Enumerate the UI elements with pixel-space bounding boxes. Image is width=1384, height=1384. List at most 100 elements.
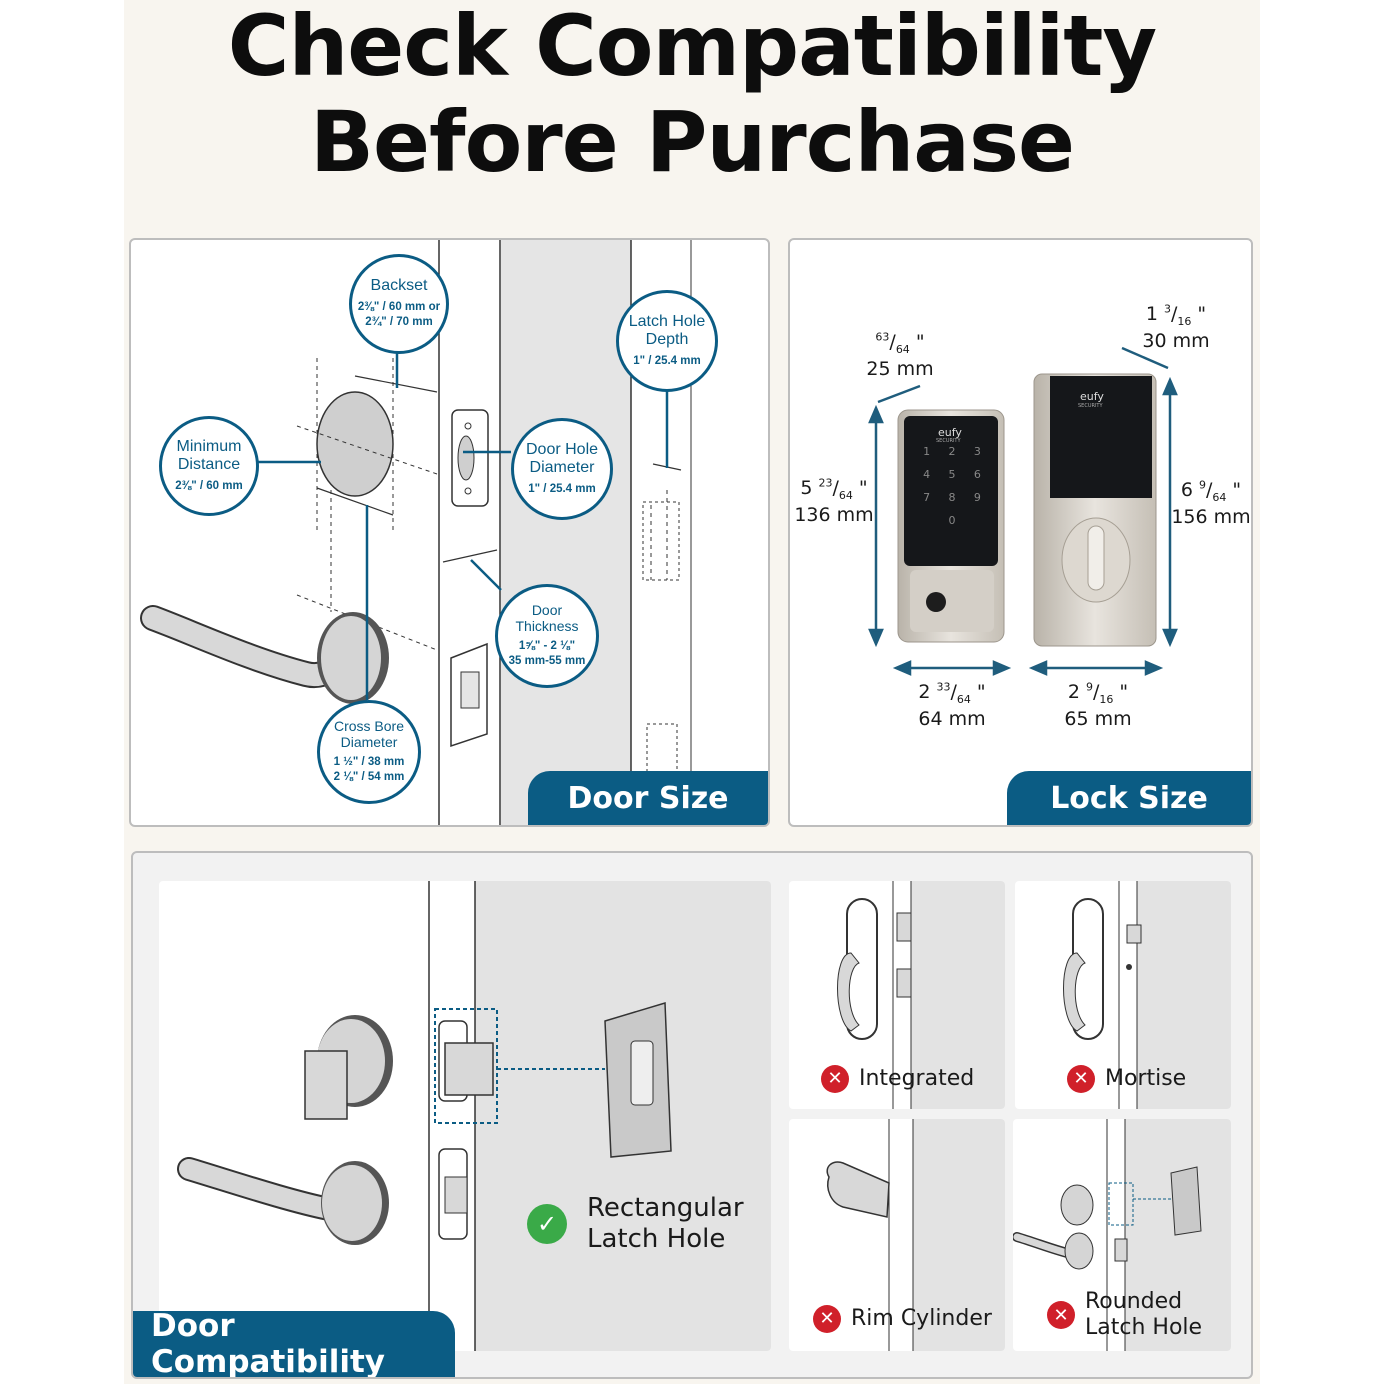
mortise-illustration [1063,881,1231,1109]
integrated-label: ✕ Integrated [821,1065,974,1093]
inner-width-dim: 2 9/16 " 65 mm [1048,680,1148,732]
keypad-grid: 1 2 3 4 5 6 7 8 9 0 [914,445,990,527]
inner-height-whole: 6 [1180,479,1199,501]
door-size-illustration [140,240,692,825]
door-hole-value: 1" / 25.4 mm [528,482,596,495]
minimum-distance-value: 2⅜" / 60 mm [175,479,243,492]
supported-label-line1: Rectangular [587,1193,744,1223]
page-title-line1: Check Compatibility [227,0,1157,95]
keypad-key-2: 2 [948,445,956,458]
minimum-distance-title-1: Minimum [176,437,242,455]
keypad-key-3: 3 [973,445,981,458]
keypad-key-0: 0 [948,514,956,527]
keypad-key-6: 6 [973,468,981,481]
inner-height-dim: 6 9/64 " 156 mm [1170,478,1251,530]
inner-depth-den: 16 [1177,314,1192,328]
rim-cylinder-card: ✕ Rim Cylinder [789,1119,1005,1351]
inner-height-num: 9 [1198,478,1206,492]
page-title-line2: Before Purchase [310,93,1075,191]
latch-depth-value: 1" / 25.4 mm [633,354,701,367]
keypad-width-whole: 2 [918,681,937,703]
inner-depth-num: 3 [1163,302,1171,316]
minimum-distance-callout: Minimum Distance 2⅜" / 60 mm [159,416,259,516]
keypad-depth-metric: 25 mm [866,358,934,381]
door-hole-diameter-callout: Door Hole Diameter 1" / 25.4 mm [511,418,613,520]
keypad-width-num: 33 [936,680,951,694]
latch-depth-title-2: Depth [645,331,689,349]
rim-cylinder-illustration [826,1119,1005,1351]
door-compatibility-panel: ✓ Rectangular Latch Hole ✕ Integrated [131,851,1253,1379]
keypad-key-7: 7 [923,491,931,504]
inner-height-metric: 156 mm [1171,506,1251,529]
door-thickness-title-1: Door [531,602,563,619]
keypad-brand: eufy [938,426,962,439]
keypad-width-den: 64 [956,692,971,706]
backset-value-1: 2⅜" / 60 mm or [357,300,441,313]
inner-width-num: 9 [1085,680,1093,694]
supported-label-line2: Latch Hole [587,1224,726,1255]
supported-door-illustration [177,881,771,1351]
rounded-latch-hole-illustration [1013,1119,1231,1351]
integrated-label-text: Integrated [859,1065,975,1091]
keypad-width-metric: 64 mm [918,708,986,731]
keypad-key-4: 4 [923,468,931,481]
latch-hole-depth-callout: Latch Hole Depth 1" / 25.4 mm [616,290,718,392]
cross-bore-value-2: 2 ⅛" / 54 mm [333,771,405,784]
door-size-tab: Door Size [528,771,768,825]
inner-depth-dim: 1 3/16 " 30 mm [1130,302,1222,354]
keypad-key-blank [914,514,939,527]
keypad-key-1: 1 [923,445,931,458]
keypad-brand-sub: SECURITY [936,438,961,444]
check-icon: ✓ [527,1204,567,1245]
lock-brand-sub: SECURITY [1078,403,1103,409]
keypad-depth-dim: 63/64 " 25 mm [850,330,950,382]
x-circle-icon: ✕ [1067,1065,1095,1093]
keypad-key-5: 5 [948,468,956,481]
keypad-height-dim: 5 23/64 " 136 mm [794,476,874,528]
x-circle-icon: ✕ [821,1065,849,1093]
cross-bore-value-1: 1 ½" / 38 mm [333,755,405,768]
keypad-key-blank [965,514,990,527]
integrated-illustration [837,881,1005,1109]
lock-brand: eufy [1080,390,1104,403]
rounded-latch-hole-label: ✕ Rounded Latch Hole [1047,1289,1202,1342]
backset-title: Backset [370,277,428,295]
rounded-label-line2: Latch Hole [1085,1315,1203,1341]
lock-size-illustration [868,346,1178,676]
x-circle-icon: ✕ [813,1305,841,1333]
lock-size-tab: Lock Size [1007,771,1251,825]
rounded-latch-hole-card: ✕ Rounded Latch Hole [1013,1119,1231,1351]
minimum-distance-title-2: Distance [177,456,241,474]
x-circle-icon: ✕ [1047,1301,1075,1330]
supported-door-card: ✓ Rectangular Latch Hole [159,881,771,1351]
inner-width-whole: 2 [1067,681,1086,703]
keypad-height-den: 64 [838,488,853,502]
backset-callout: Backset 2⅜" / 60 mm or 2¾" / 70 mm [349,254,449,354]
door-thickness-value-2: 35 mm-55 mm [508,655,586,668]
mortise-label: ✕ Mortise [1067,1065,1186,1093]
door-hole-title-2: Diameter [529,459,595,477]
cross-bore-title-2: Diameter [340,734,398,751]
keypad-key-8: 8 [948,491,956,504]
cross-bore-diameter-callout: Cross Bore Diameter 1 ½" / 38 mm 2 ⅛" / … [317,700,421,804]
door-hole-title-1: Door Hole [525,440,599,458]
cross-bore-title-1: Cross Bore [333,718,405,735]
keypad-height-metric: 136 mm [794,504,874,527]
keypad-depth-num: 63 [875,330,890,344]
door-thickness-title-2: Thickness [515,618,579,635]
door-compatibility-tab: Door Compatibility [133,1308,455,1377]
keypad-height-whole: 5 [800,477,819,499]
door-size-panel: Backset 2⅜" / 60 mm or 2¾" / 70 mm Minim… [129,238,770,827]
latch-depth-title-1: Latch Hole [628,312,706,330]
keypad-key-9: 9 [973,491,981,504]
integrated-card: ✕ Integrated [789,881,1005,1109]
supported-label: ✓ Rectangular Latch Hole [527,1193,744,1255]
mortise-card: ✕ Mortise [1015,881,1231,1109]
inner-depth-metric: 30 mm [1142,330,1210,353]
keypad-width-dim: 2 33/64 " 64 mm [902,680,1002,732]
rim-cylinder-label: ✕ Rim Cylinder [813,1305,992,1333]
door-thickness-value-1: 1⅝" - 2 ⅛" [518,639,576,652]
keypad-height-num: 23 [818,476,833,490]
inner-width-metric: 65 mm [1064,708,1132,731]
door-thickness-callout: Door Thickness 1⅝" - 2 ⅛" 35 mm-55 mm [495,584,599,688]
